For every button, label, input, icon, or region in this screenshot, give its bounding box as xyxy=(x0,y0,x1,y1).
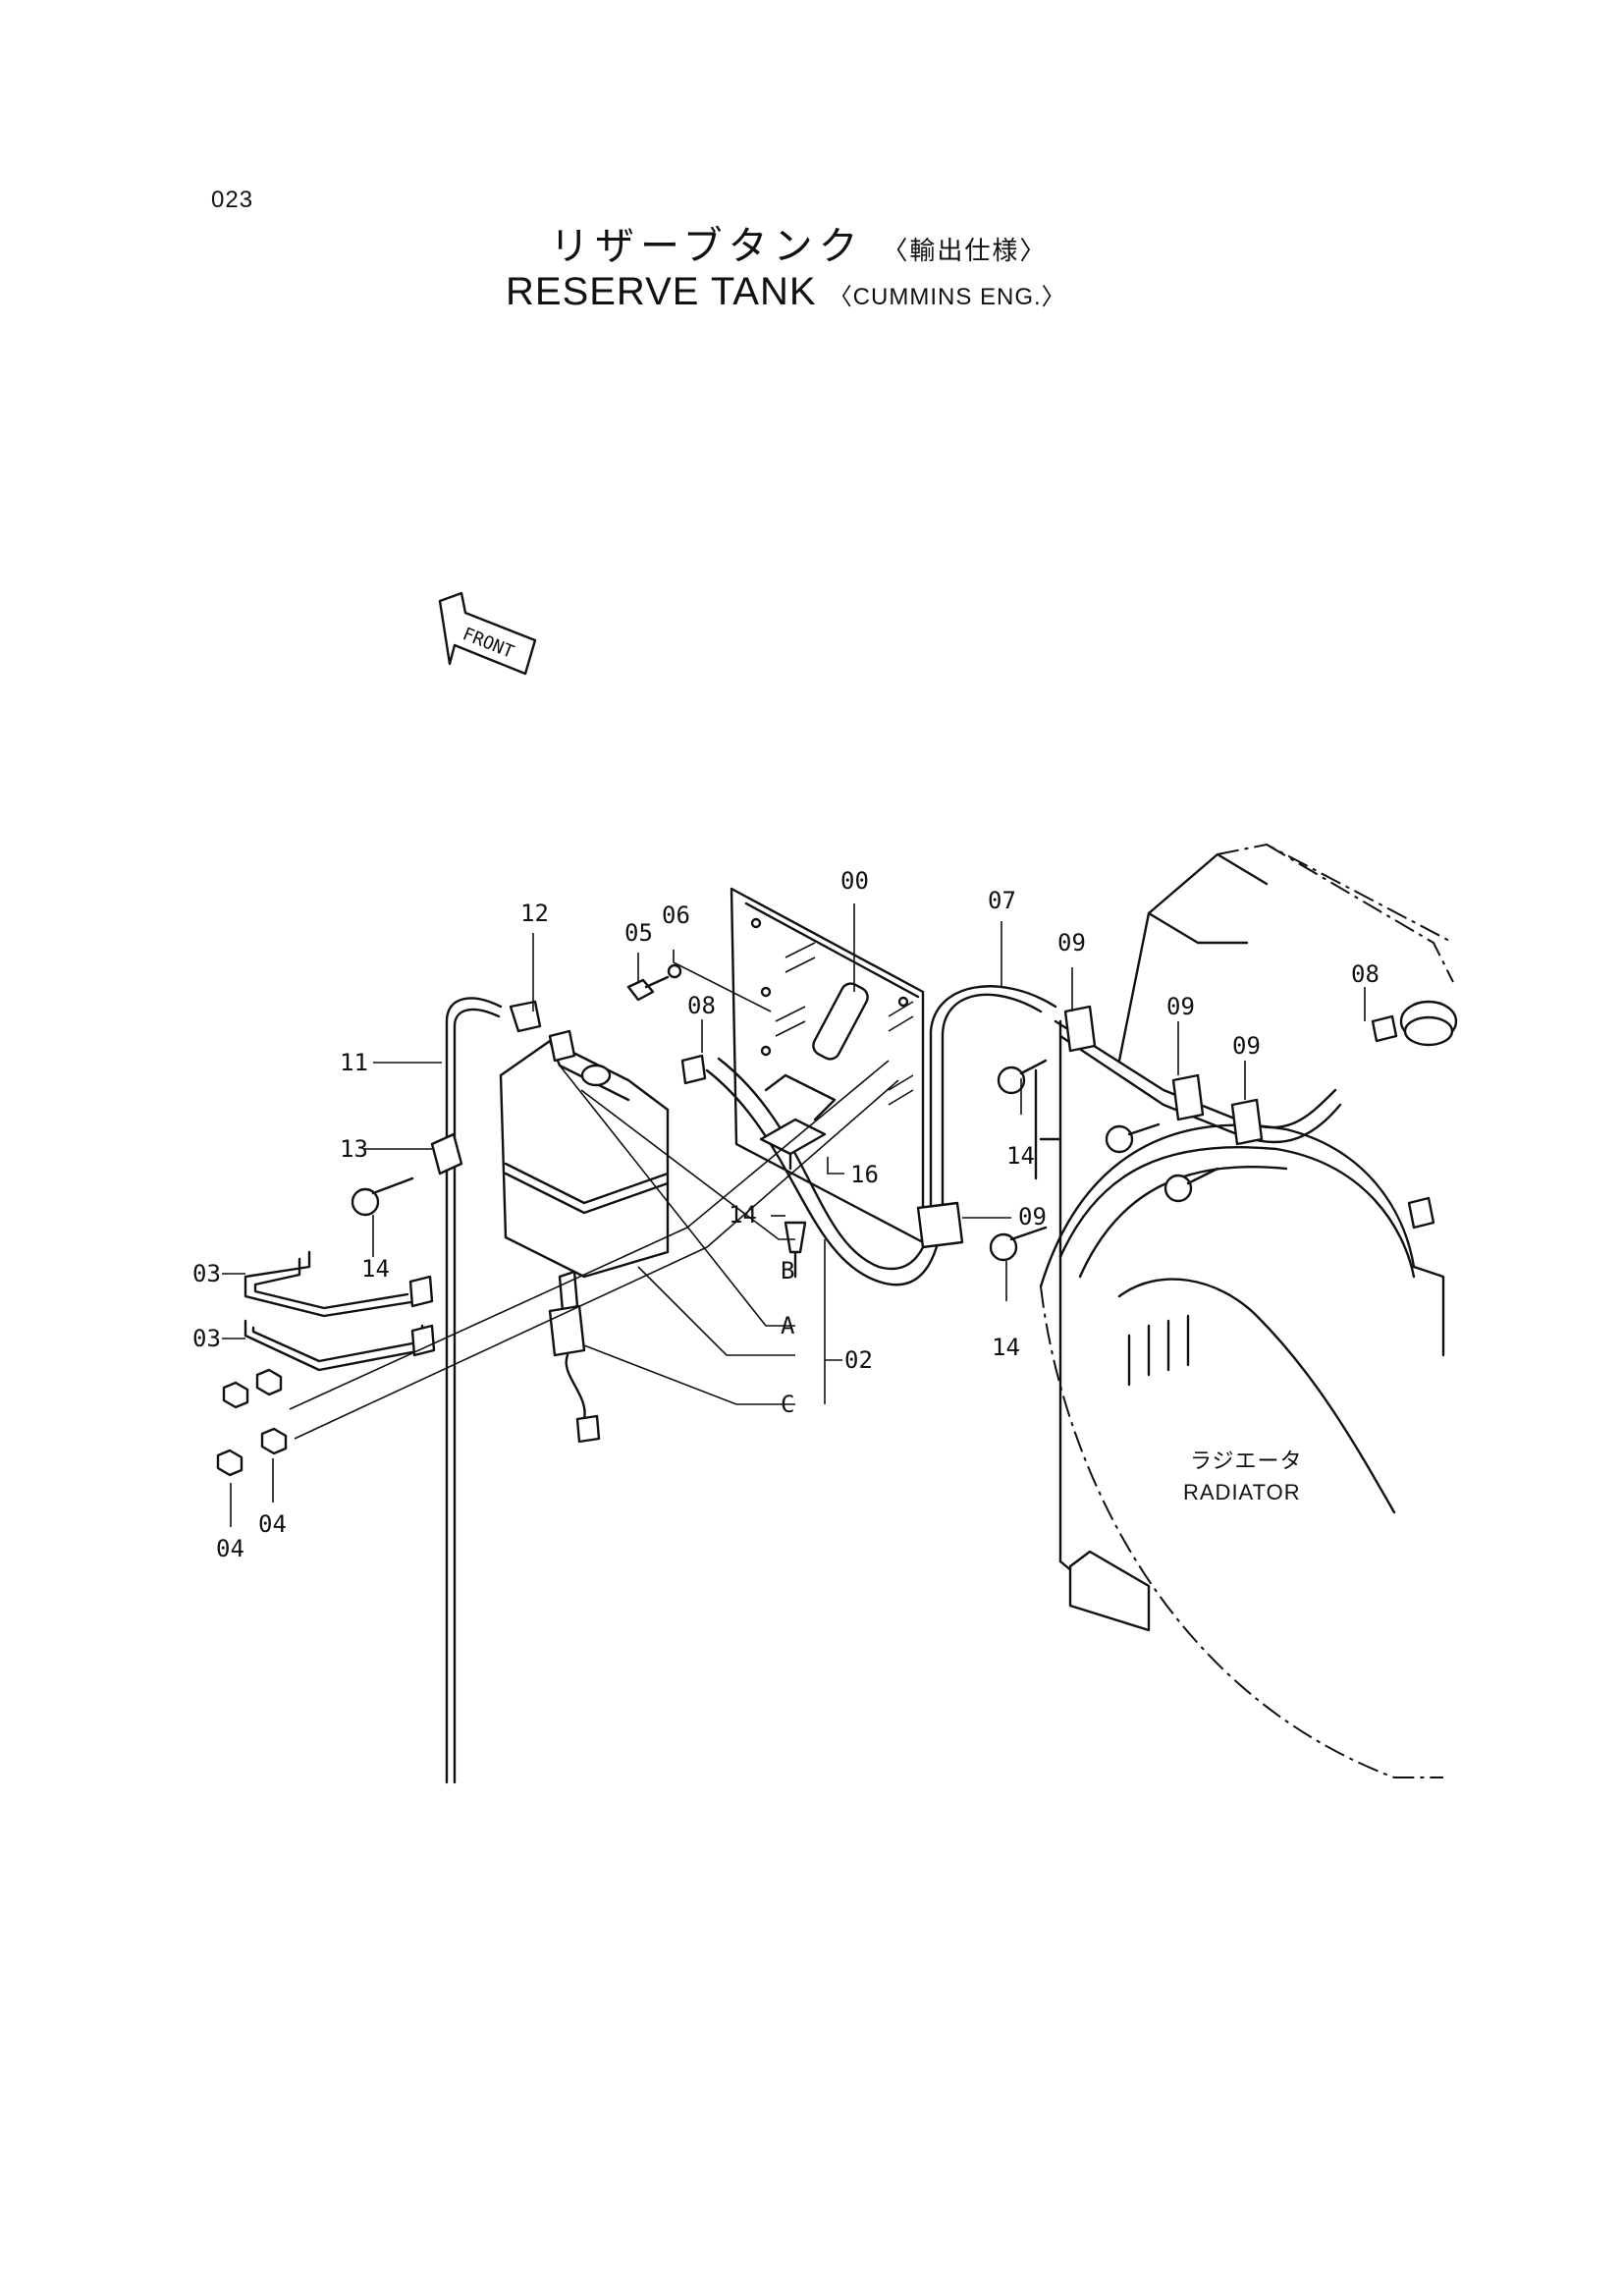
page-title-japanese: リザーブタンク 〈輸出仕様〉 xyxy=(550,214,1047,271)
label-part-04-left: 04 xyxy=(216,1535,244,1562)
leader-lines xyxy=(222,903,1366,1527)
label-part-08-right: 08 xyxy=(1351,960,1380,988)
label-part-16: 16 xyxy=(850,1161,879,1188)
label-part-02: 02 xyxy=(844,1346,873,1374)
title-en-subtitle: 〈CUMMINS ENG.〉 xyxy=(828,284,1066,310)
label-part-11: 11 xyxy=(340,1049,368,1076)
label-part-14-lower-right: 14 xyxy=(992,1334,1020,1361)
label-part-12: 12 xyxy=(520,900,549,927)
u-bolt-brackets xyxy=(243,1250,436,1372)
page-number: 023 xyxy=(211,187,254,213)
label-part-03-upper: 03 xyxy=(192,1260,221,1287)
label-part-09-top: 09 xyxy=(1057,929,1086,957)
coolant-hose xyxy=(705,985,1398,1286)
callout-a: A xyxy=(781,1312,795,1339)
label-part-09-lower: 09 xyxy=(1018,1203,1047,1230)
page-title-english: RESERVE TANK 〈CUMMINS ENG.〉 xyxy=(506,270,1066,314)
label-part-13: 13 xyxy=(340,1135,368,1163)
label-part-04-right: 04 xyxy=(258,1510,287,1538)
label-part-07: 07 xyxy=(988,887,1016,914)
title-jp-main: リザーブタンク xyxy=(550,224,864,269)
label-part-08-left: 08 xyxy=(687,992,716,1019)
radiator-cap-icon xyxy=(1399,1000,1458,1047)
reserve-tank xyxy=(499,1029,670,1444)
callout-b: B xyxy=(781,1257,794,1285)
radiator-label-japanese: ラジエータ xyxy=(1190,1449,1303,1474)
label-part-00: 00 xyxy=(840,867,869,895)
label-part-05: 05 xyxy=(624,919,653,947)
hardware-parts xyxy=(216,963,1219,1477)
front-arrow-icon: FRONT xyxy=(438,591,537,676)
callout-c: C xyxy=(781,1391,794,1418)
label-part-03-lower: 03 xyxy=(192,1325,221,1352)
label-part-14-left: 14 xyxy=(361,1255,390,1283)
mounting-bracket xyxy=(730,887,925,1244)
radiator-label-english: RADIATOR xyxy=(1183,1480,1301,1504)
title-jp-subtitle: 〈輸出仕様〉 xyxy=(882,237,1048,266)
radiator-outline xyxy=(1034,843,1454,1778)
label-part-09-right: 09 xyxy=(1232,1032,1261,1060)
overflow-pipe xyxy=(430,997,542,1784)
label-part-14-upper-right: 14 xyxy=(1006,1142,1035,1170)
title-en-main: RESERVE TANK xyxy=(506,270,817,313)
label-part-14-middle: 14 xyxy=(729,1201,757,1229)
label-part-06: 06 xyxy=(662,902,690,929)
label-part-09-mid: 09 xyxy=(1166,993,1195,1020)
